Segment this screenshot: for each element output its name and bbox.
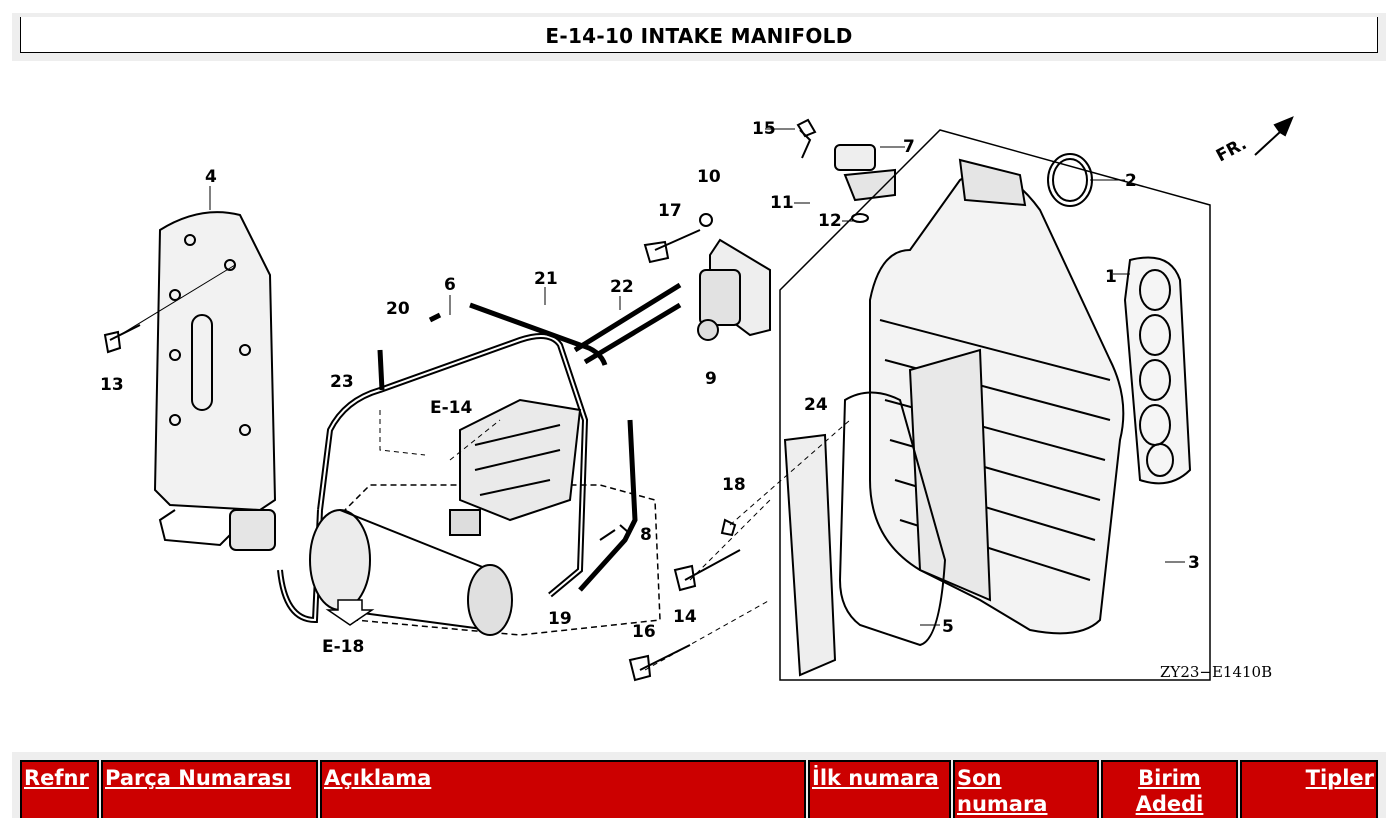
svg-text:8: 8 xyxy=(640,525,652,545)
col-refnr-link[interactable]: Refnr xyxy=(24,766,89,790)
svg-text:4: 4 xyxy=(205,167,217,187)
col-first-number: İlk numara xyxy=(808,760,951,818)
ref-e18-label: E-18 xyxy=(322,637,364,657)
svg-text:14: 14 xyxy=(673,607,697,627)
page-title: E-14-10 INTAKE MANIFOLD xyxy=(545,24,853,48)
ref-e14-label: E-14 xyxy=(430,398,472,418)
svg-text:7: 7 xyxy=(903,137,915,157)
col-unit-qty-link[interactable]: Birim Adedi xyxy=(1135,766,1204,816)
col-types: Tipler xyxy=(1240,760,1378,818)
col-refnr: Refnr xyxy=(20,760,99,818)
drawing-code: ZY23−E1410B xyxy=(1160,663,1272,681)
svg-text:10: 10 xyxy=(697,167,721,187)
svg-text:22: 22 xyxy=(610,277,634,297)
svg-text:13: 13 xyxy=(100,375,124,395)
svg-text:24: 24 xyxy=(804,395,828,415)
svg-text:18: 18 xyxy=(722,475,746,495)
svg-text:20: 20 xyxy=(386,299,410,319)
col-last-number: Son numara xyxy=(953,760,1099,818)
col-unit-qty: Birim Adedi xyxy=(1101,760,1238,818)
svg-text:1: 1 xyxy=(1105,267,1117,287)
title-box: E-14-10 INTAKE MANIFOLD xyxy=(20,17,1378,53)
svg-text:3: 3 xyxy=(1188,553,1200,573)
col-last-number-link[interactable]: Son numara xyxy=(957,766,1048,816)
svg-text:2: 2 xyxy=(1125,171,1137,191)
col-description-link[interactable]: Açıklama xyxy=(324,766,432,790)
svg-text:5: 5 xyxy=(942,617,954,637)
fr-direction-label: FR. xyxy=(1213,134,1250,166)
svg-text:23: 23 xyxy=(330,372,354,392)
svg-text:19: 19 xyxy=(548,609,572,629)
col-types-link[interactable]: Tipler xyxy=(1305,766,1374,790)
col-first-number-link[interactable]: İlk numara xyxy=(812,766,939,790)
svg-text:15: 15 xyxy=(752,119,776,139)
svg-text:11: 11 xyxy=(770,193,794,213)
svg-text:12: 12 xyxy=(818,211,842,231)
col-part-number-link[interactable]: Parça Numarası xyxy=(105,766,292,790)
svg-text:21: 21 xyxy=(534,269,558,289)
col-part-number: Parça Numarası xyxy=(101,760,318,818)
svg-text:9: 9 xyxy=(705,369,717,389)
col-description: Açıklama xyxy=(320,760,806,818)
svg-text:6: 6 xyxy=(444,275,456,295)
svg-text:16: 16 xyxy=(632,622,656,642)
svg-text:17: 17 xyxy=(658,201,682,221)
